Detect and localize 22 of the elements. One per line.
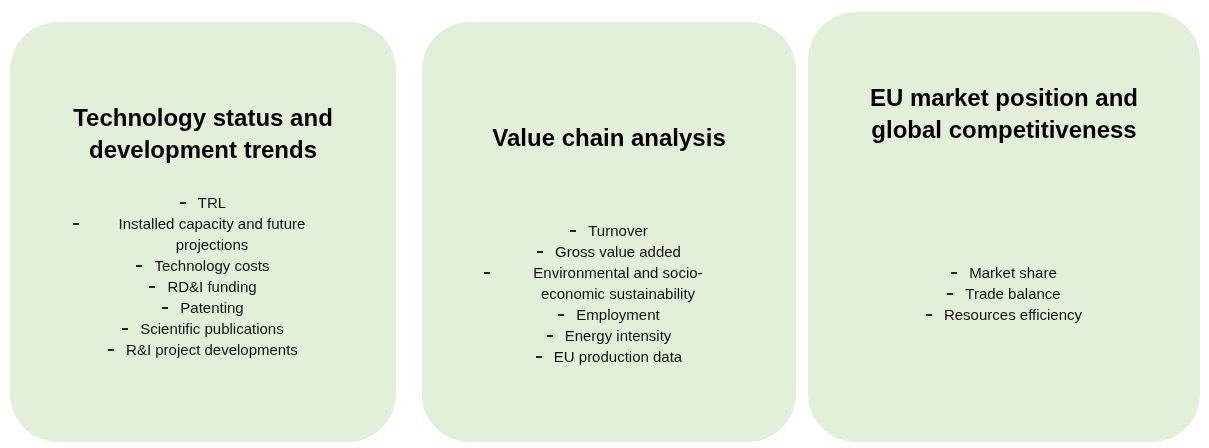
list-item: Technology costs bbox=[154, 256, 270, 276]
list-item: Market share bbox=[969, 263, 1057, 283]
list-item: Environmental and socio-economic sustainability bbox=[532, 263, 704, 304]
list-item: RD&I funding bbox=[167, 277, 257, 297]
list-item: Energy intensity bbox=[564, 326, 672, 346]
rounded-panel bbox=[808, 12, 1200, 442]
list-item: TRL bbox=[197, 193, 227, 213]
list-item: Employment bbox=[576, 305, 660, 325]
panel-heading: Technology status and development trends bbox=[72, 103, 334, 165]
list-item: Turnover bbox=[588, 221, 648, 241]
list-item: Scientific publications bbox=[140, 319, 284, 339]
panel-heading: EU market position and global competitiveness bbox=[868, 83, 1139, 145]
list-item: Trade balance bbox=[965, 284, 1061, 304]
list-item: Patenting bbox=[180, 298, 244, 318]
rounded-panel bbox=[10, 22, 396, 442]
list-item: R&I project developments bbox=[126, 340, 298, 360]
list-item: EU production data bbox=[553, 347, 683, 367]
list-item: Gross value added bbox=[555, 242, 681, 262]
list-item: Resources efficiency bbox=[943, 305, 1083, 325]
list-item: Installed capacity and future projections bbox=[117, 214, 307, 255]
rounded-panel bbox=[422, 22, 796, 442]
panel-heading: Value chain analysis bbox=[491, 123, 727, 153]
